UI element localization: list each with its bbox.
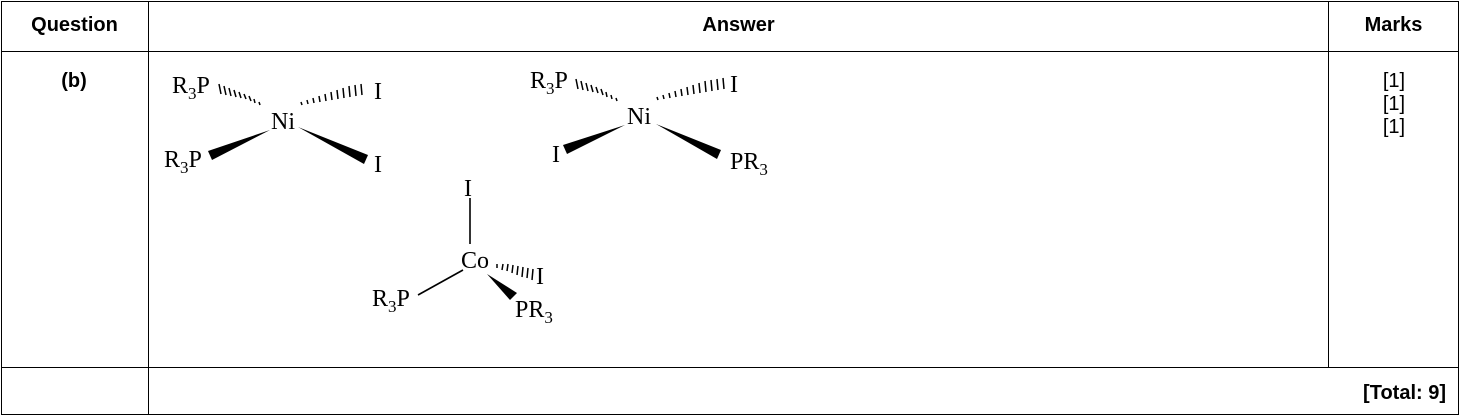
hashed-bond <box>496 263 534 281</box>
iodide-lower: I <box>552 142 560 168</box>
iodide-upper: I <box>730 72 738 98</box>
column-divider-marks <box>1328 1 1329 368</box>
ligand-pr3: PR3 <box>515 297 553 327</box>
wedge-bond <box>298 127 368 164</box>
structure-trans-nickel: R3P Ni I I PR3 <box>530 68 768 179</box>
marks-list: [1] [1] [1] <box>1329 70 1459 139</box>
column-divider-question <box>148 1 149 415</box>
metal-center: Ni <box>271 109 295 135</box>
ligand-r3p: R3P <box>530 68 568 98</box>
ligand-r3p: R3P <box>372 286 410 316</box>
row-divider <box>1 367 1458 368</box>
header-marks: Marks <box>1364 14 1423 36</box>
structures-diagram: R3P Ni I R3P I <box>164 68 768 327</box>
metal-center: Ni <box>627 104 651 130</box>
iodide-right: I <box>536 264 544 290</box>
structure-cis-nickel: R3P Ni I R3P I <box>164 73 382 178</box>
wedge-bond <box>208 130 270 160</box>
wedge-bond <box>563 125 625 154</box>
wedge-bond <box>656 124 721 159</box>
header-question: Question <box>31 14 118 36</box>
table-border-right <box>1458 1 1459 415</box>
hashed-bond <box>656 77 725 101</box>
structure-tetrahedral-cobalt: I Co I R3P PR3 <box>372 176 553 327</box>
ligand-pr3: PR3 <box>730 149 768 179</box>
total-marks: [Total: 9] <box>1363 382 1446 404</box>
ligand-r3p-upper: R3P <box>172 73 210 103</box>
hashed-bond <box>300 83 363 106</box>
mark-2: [1] <box>1382 93 1406 115</box>
header-answer: Answer <box>702 14 775 36</box>
table-border-top <box>1 1 1458 2</box>
hashed-bond <box>218 83 261 106</box>
wedge-bond <box>487 274 517 300</box>
hashed-bond <box>575 78 618 102</box>
mark-1: [1] <box>1382 70 1406 92</box>
mark-3: [1] <box>1382 116 1406 138</box>
question-label: (b) <box>61 70 87 92</box>
header-divider <box>1 51 1458 52</box>
table-border-left <box>1 1 2 415</box>
iodide-top: I <box>464 176 472 202</box>
metal-center: Co <box>461 248 489 274</box>
single-bond <box>417 269 464 296</box>
iodide-upper: I <box>374 79 382 105</box>
iodide-lower: I <box>374 152 382 178</box>
ligand-r3p-lower: R3P <box>164 147 202 177</box>
